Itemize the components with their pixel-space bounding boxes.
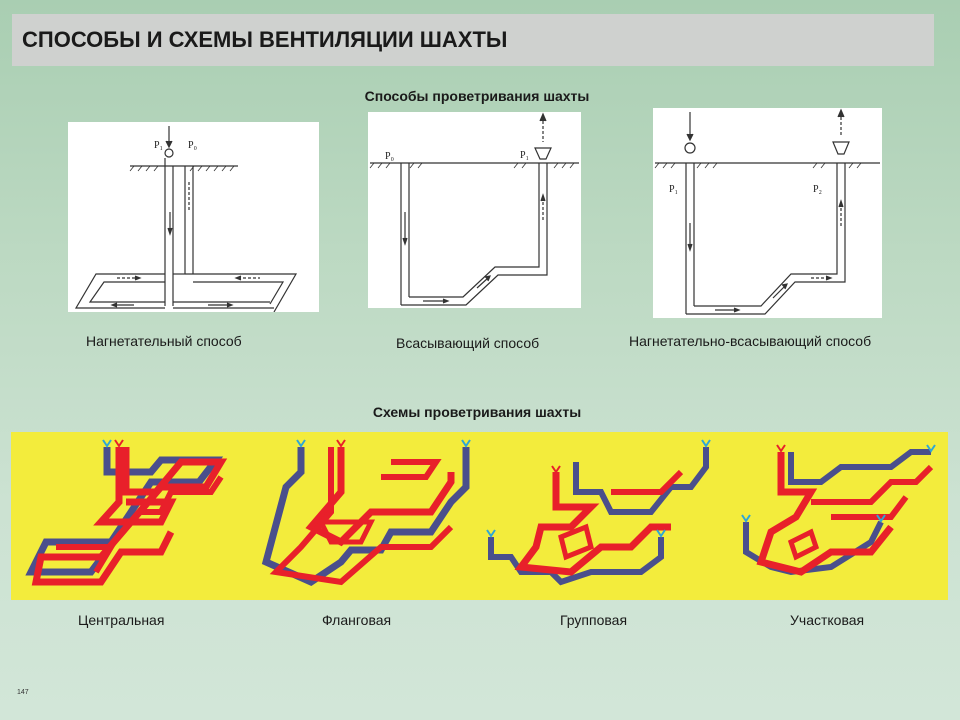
group-scheme-caption: Групповая: [560, 612, 628, 628]
combined-label-p2: P₂: [813, 184, 822, 195]
forcing-label-p0: P₀: [188, 140, 198, 151]
exhaust-method-diagram: P₀ P₁: [368, 112, 581, 308]
exhaust-label-p1: P₁: [520, 150, 529, 161]
central-scheme-caption: Центральная: [78, 612, 165, 628]
forcing-label-p1: P₁: [154, 140, 163, 151]
schemes-section-title: Схемы проветривания шахты: [372, 404, 582, 420]
slide-title: СПОСОБЫ И СХЕМЫ ВЕНТИЛЯЦИИ ШАХТЫ: [22, 27, 508, 52]
group-scheme-diagram: [486, 439, 711, 586]
forcing-method-diagram: P₁ P₀: [68, 122, 319, 312]
forcing-exhaust-method-caption: Нагнетательно-всасывающий способ: [629, 333, 872, 349]
slide-title-bar: СПОСОБЫ И СХЕМЫ ВЕНТИЛЯЦИИ ШАХТЫ: [12, 14, 934, 66]
central-scheme-diagram: [25, 439, 228, 586]
section-scheme-diagram: [741, 444, 936, 576]
forcing-method-caption: Нагнетательный способ: [86, 333, 242, 349]
flank-scheme-caption: Фланговая: [322, 612, 392, 628]
exhaust-method-caption: Всасывающий способ: [396, 335, 540, 351]
page-number: 147: [17, 689, 29, 696]
ventilation-schemes-strip: [11, 432, 948, 600]
combined-label-p1: P₁: [669, 184, 678, 195]
forcing-exhaust-method-diagram: P₁ P₂: [653, 108, 882, 318]
section-scheme-caption: Участковая: [790, 612, 865, 628]
flank-scheme-diagram: [261, 439, 471, 586]
methods-section-title: Способы проветривания шахты: [364, 88, 590, 104]
exhaust-label-p0: P₀: [385, 151, 395, 162]
